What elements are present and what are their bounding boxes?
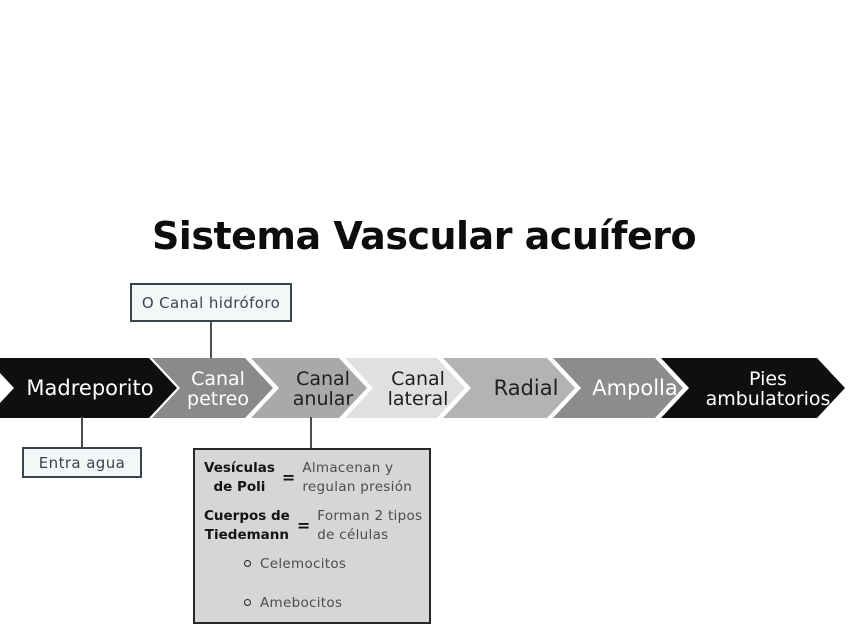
- bullet-item: Celemocitos: [244, 556, 423, 572]
- definition-term-line: Cuerpos de: [204, 508, 290, 525]
- flow-step-shape-canal-lateral: [345, 358, 465, 418]
- definition-term-line: Tiedemann: [204, 526, 290, 543]
- flow-step-label-ampolla: Ampolla: [592, 376, 678, 400]
- flow-step-label-radial: Radial: [494, 376, 559, 400]
- definition-description-line: Almacenan y: [302, 460, 394, 476]
- flow-step-shape-ampolla: [553, 358, 683, 418]
- connector-hidroforo: [210, 321, 212, 358]
- connector-entra-agua: [81, 417, 83, 447]
- definition-entry: Vesículas de Poli = Almacenan y regulan pres…: [204, 459, 423, 496]
- callout-entra-agua-label: Entra agua: [38, 453, 126, 472]
- flow-step-shape-canal-anular: [251, 358, 367, 418]
- definition-term: Vesículas de Poli: [204, 459, 275, 496]
- page-title: Sistema Vascular acuífero: [151, 214, 697, 258]
- equals-sign: =: [281, 468, 296, 488]
- definition-term-line: Vesículas: [204, 460, 275, 476]
- flow-step-shape-madreporito: [0, 358, 177, 418]
- flow-step-shape-canal-petreo: [152, 358, 273, 418]
- definition-term-line: de Poli: [213, 478, 266, 495]
- connector-details: [310, 417, 312, 448]
- callout-canal-hidroforo-label: O Canal hidróforo: [141, 293, 281, 312]
- flow-step-shape-radial: [443, 358, 575, 418]
- details-box: Vesículas de Poli = Almacenan y regulan pres…: [193, 448, 431, 624]
- bullet-label: Amebocitos: [260, 594, 343, 611]
- bullet-circle-icon: [244, 599, 251, 606]
- flow-step-shape-pies-ambulatorios: [661, 358, 845, 418]
- equals-sign: =: [296, 516, 311, 536]
- bullet-label: Celemocitos: [260, 555, 347, 572]
- bullet-circle-icon: [244, 560, 251, 567]
- definition-description-line: Forman 2 tipos: [317, 508, 423, 525]
- bullet-item: Amebocitos: [244, 595, 423, 611]
- definition-description-line: de células: [317, 526, 389, 543]
- callout-canal-hidroforo: O Canal hidróforo: [130, 283, 292, 322]
- definition-description: Almacenan y regulan presión: [302, 459, 412, 496]
- flow-step-label-madreporito: Madreporito: [26, 376, 153, 400]
- callout-entra-agua: Entra agua: [22, 447, 142, 478]
- definition-description-line: regulan presión: [302, 478, 413, 495]
